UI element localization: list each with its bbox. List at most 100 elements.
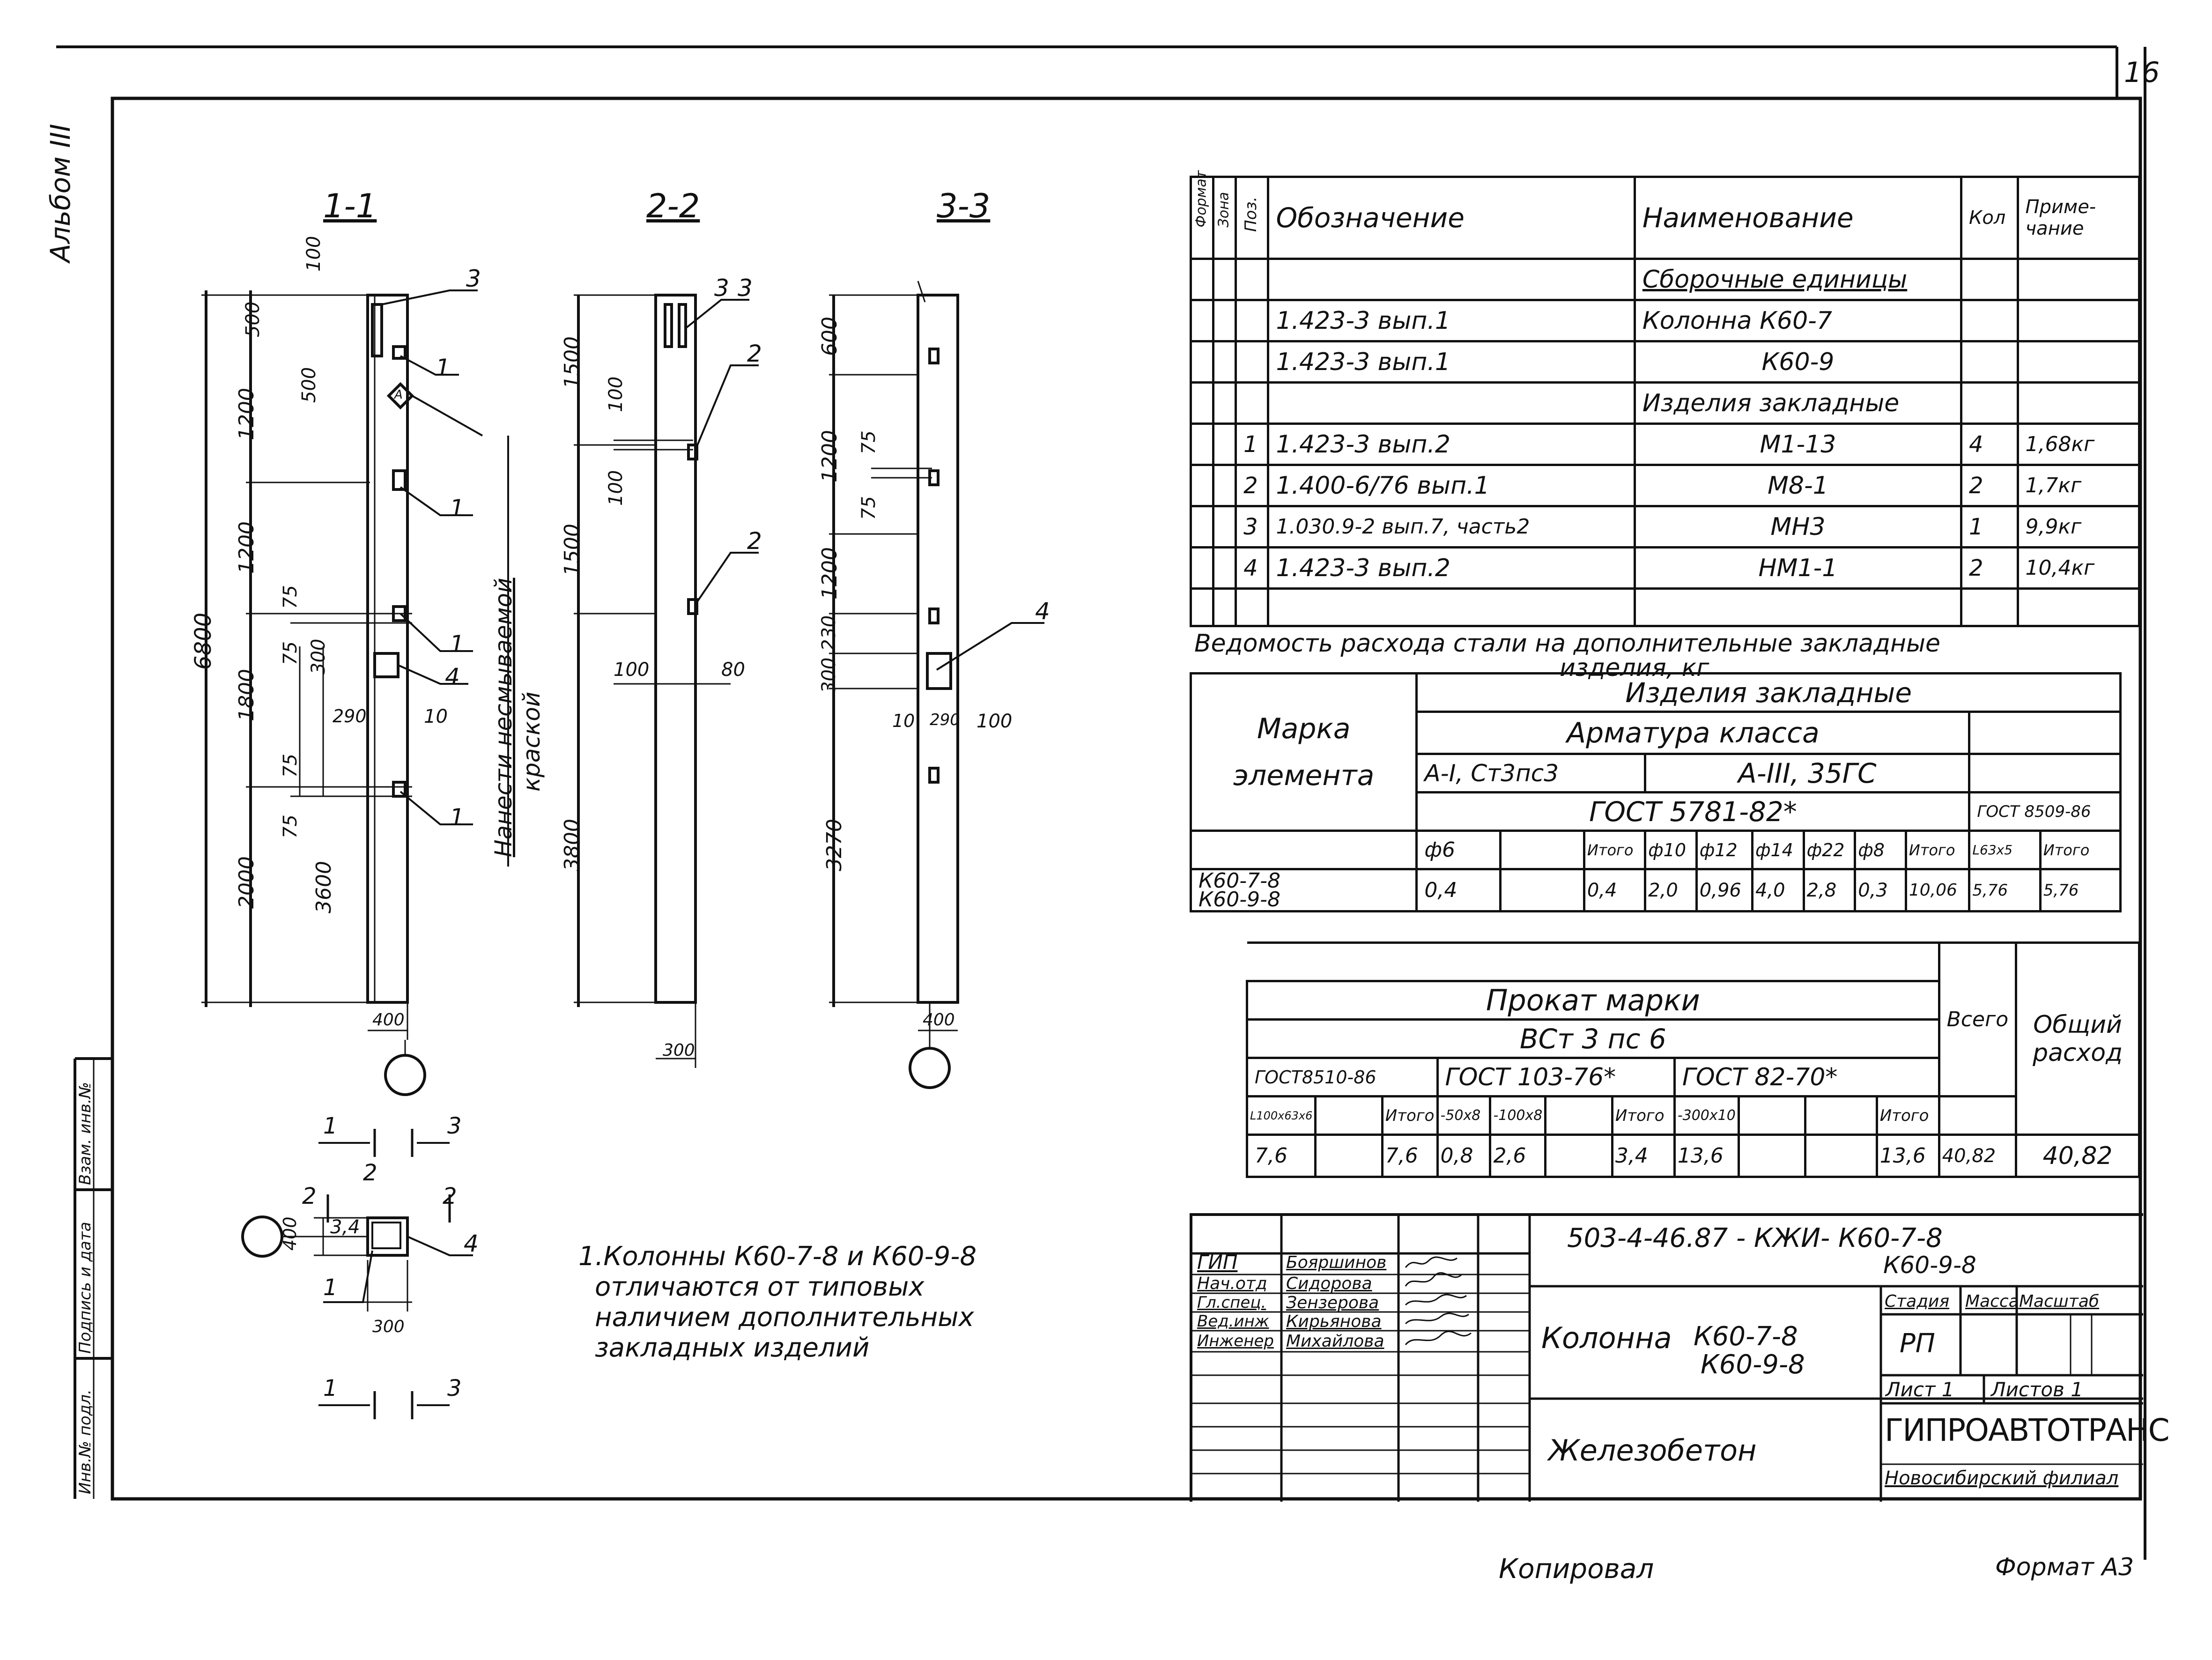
prokat-sub-head: -300x10 (1673, 1095, 1740, 1136)
tb-name: Михайлова (1286, 1332, 1384, 1351)
tb-item-label: Колонна (1541, 1321, 1672, 1355)
tb-name: Сидорова (1286, 1274, 1372, 1293)
spec-row-note: 10,4кг (2016, 546, 2141, 590)
spec-row-designation: 1.423-3 вып.1 (1267, 340, 1636, 384)
d1-dim: 75 (280, 754, 301, 778)
prokat-sub-head: Итого (1381, 1095, 1439, 1136)
section-title-3: 3-3 (937, 187, 991, 225)
tb-code-2: К60-9-8 (1883, 1252, 1976, 1279)
plan-marker: 3 (447, 1113, 462, 1139)
prokat-gost-8510: ГОСТ8510-86 (1246, 1057, 1439, 1097)
page-number: 16 (2124, 56, 2160, 89)
spec-row-pos: 4 (1235, 546, 1270, 590)
d2-callout: 2 (747, 340, 762, 367)
title-block: ГИП Нач.отд Гл.спец. Вед.инж Инженер Боя… (1190, 1213, 2170, 1502)
d1-dim: 290 (333, 706, 367, 726)
copied-label: Копировал (1499, 1553, 1654, 1585)
spec-header-format: Формат (1189, 170, 1215, 260)
prokat-sub-head: Итого (1611, 1095, 1676, 1136)
spec-row-qty: 1 (1960, 505, 2019, 548)
steel-title-1: Ведомость расхода стали на дополнительны… (1194, 630, 1941, 658)
d1-dim: 100 (303, 236, 325, 272)
d3-dim: 230 (818, 615, 840, 651)
prokat-sub-head: L100x63x6 (1245, 1095, 1317, 1136)
d3-dim: 400 (923, 1010, 955, 1030)
plan-marker: 2 (443, 1183, 457, 1209)
d1-dim: 1200 (235, 388, 259, 440)
d3-dim: 100 (977, 711, 1013, 732)
prokat-value: 3,4 (1611, 1134, 1676, 1178)
d2-callout: 3 (738, 274, 753, 302)
plan-dim: 300 (372, 1317, 405, 1336)
d3-dim: 3270 (822, 819, 846, 871)
steel-col-head: ф22 (1802, 830, 1857, 870)
tb-code-1: 503-4-46.87 - КЖИ- К60-7-8 (1567, 1223, 1943, 1253)
format-label: Формат А3 (1995, 1553, 2134, 1581)
spec-header-designation: Обозначение (1267, 176, 1636, 260)
steel-class-a3: А-III, 35ГС (1644, 753, 1971, 793)
d3-dim: 1200 (818, 430, 842, 482)
spec-header-note: Приме-чание (2016, 176, 2141, 260)
d3-dim: 600 (818, 317, 842, 356)
prokat-sub-head: -100x8 (1489, 1095, 1547, 1136)
spec-row-name: НМ1-1 (1633, 546, 1962, 590)
d1-dim: 1200 (235, 521, 259, 574)
d2-dim: 3800 (560, 819, 584, 871)
steel-gost-8509: ГОСТ 8509-86 (1968, 791, 2122, 832)
prokat-sub-head: -50x8 (1436, 1095, 1492, 1136)
d1-dim: 1800 (235, 669, 259, 721)
tb-role: Инженер (1197, 1332, 1274, 1350)
prokat-value (1804, 1134, 1878, 1178)
d3-callout-4: 4 (1035, 598, 1050, 625)
spec-row-designation: 1.423-3 вып.2 (1267, 422, 1636, 466)
note-line-2: отличаются от типовых (595, 1272, 925, 1302)
steel-gost-5781: ГОСТ 5781-82* (1415, 791, 1971, 832)
spec-row-qty: 2 (1960, 464, 2019, 507)
spec-header-name: Наименование (1633, 176, 1962, 260)
tb-item-1: К60-7-8 (1694, 1321, 1798, 1352)
steel-value: 0,3 (1854, 868, 1907, 912)
section-title-1: 1-1 (323, 187, 377, 225)
paint-note-2: краской (518, 691, 545, 792)
prokat-sub-head (1804, 1095, 1878, 1136)
d3-dim: 10 (892, 711, 915, 731)
spec-row-pos: 3 (1235, 505, 1270, 548)
stamp-inv-orig: Инв.№ подл. (76, 1389, 95, 1494)
spec-row-pos: 1 (1235, 422, 1270, 466)
d2-dim: 1500 (560, 336, 584, 389)
d1-dim: 6800 (190, 612, 216, 670)
stamp-sign-date: Подпись и дата (76, 1222, 95, 1354)
plan-marker: 2 (363, 1160, 377, 1186)
album-label: Альбом III (44, 124, 76, 262)
tb-role: Вед.инж (1197, 1312, 1269, 1331)
prokat-total-label: Всего (1938, 941, 2018, 1097)
steel-col-head: Итого (2039, 830, 2122, 870)
steel-col-head: ф8 (1854, 830, 1907, 870)
spec-row-note: 1,68кг (2016, 422, 2141, 466)
prokat-sub-head (1314, 1095, 1383, 1136)
spec-row-qty: 4 (1960, 422, 2019, 466)
stamp-inv-repl: Взам. инв.№ (76, 1082, 95, 1185)
signatures (1405, 1256, 1472, 1346)
spec-row-pos: 2 (1235, 464, 1270, 507)
steel-value: 0,4 (1583, 868, 1647, 912)
d1-callout: 1 (450, 630, 465, 658)
steel-col-head: L63x5 (1968, 830, 2042, 870)
plan-marker: 3 (447, 1375, 462, 1401)
note-line-1: 1.Колонны К60-7-8 и К60-9-8 (578, 1241, 977, 1272)
steel-value: 2,0 (1644, 868, 1698, 912)
d1-callout: 1 (450, 804, 465, 831)
tb-stage: РП (1900, 1328, 1935, 1359)
spec-row-name: М1-13 (1633, 422, 1962, 466)
prokat-gost-82: ГОСТ 82-70* (1673, 1057, 1940, 1097)
tb-name: Кирьянова (1286, 1312, 1382, 1331)
d1-callout: 4 (445, 663, 460, 690)
d2-dim: 100 (605, 376, 627, 412)
prokat-grade: ВСт 3 пс 6 (1246, 1018, 1940, 1059)
tb-branch: Новосибирский филиал (1885, 1467, 2119, 1489)
spec-header-zone: Зона (1212, 176, 1237, 260)
